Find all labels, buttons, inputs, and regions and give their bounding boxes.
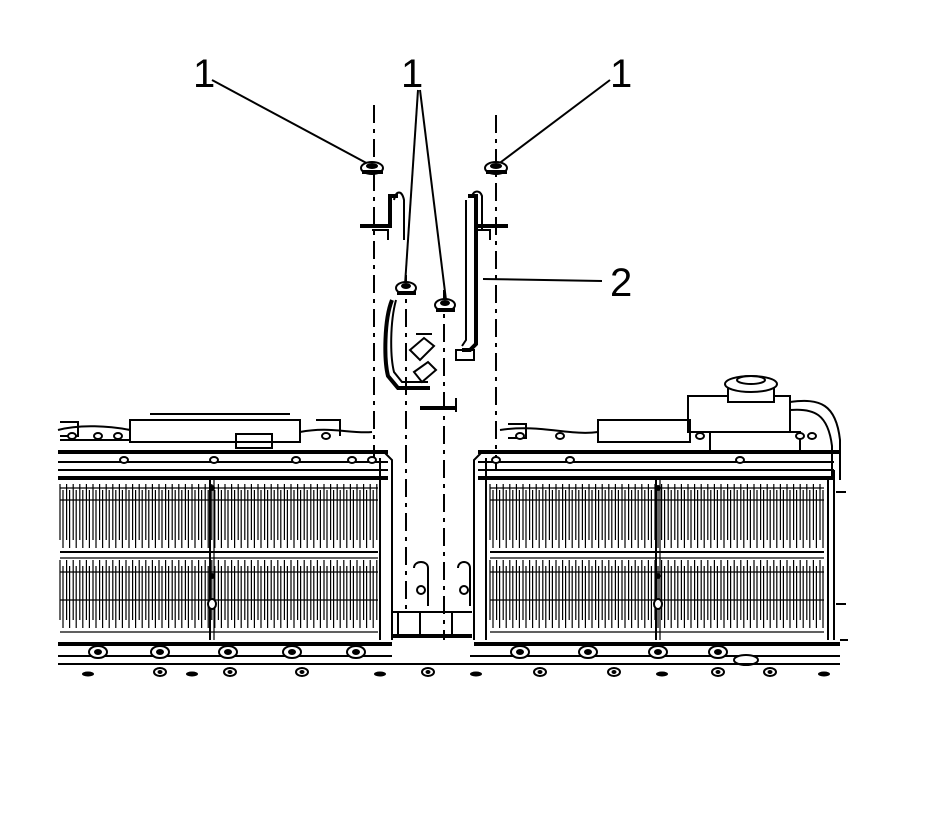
nut-center-left [395, 281, 417, 295]
nut-left [360, 161, 384, 175]
battery-cell-details [59, 432, 848, 677]
leader-lines [211, 79, 611, 301]
callout-1-center: 1 [401, 52, 423, 96]
center-tray [392, 561, 472, 665]
hold-down-strap-right [455, 190, 508, 361]
hold-down-strap-left [360, 191, 457, 412]
nut-right [484, 161, 508, 175]
callout-2-strap: 2 [610, 261, 632, 305]
callout-1-right: 1 [610, 52, 632, 96]
nut-center-right [434, 298, 456, 312]
callout-1-left: 1 [193, 52, 215, 96]
